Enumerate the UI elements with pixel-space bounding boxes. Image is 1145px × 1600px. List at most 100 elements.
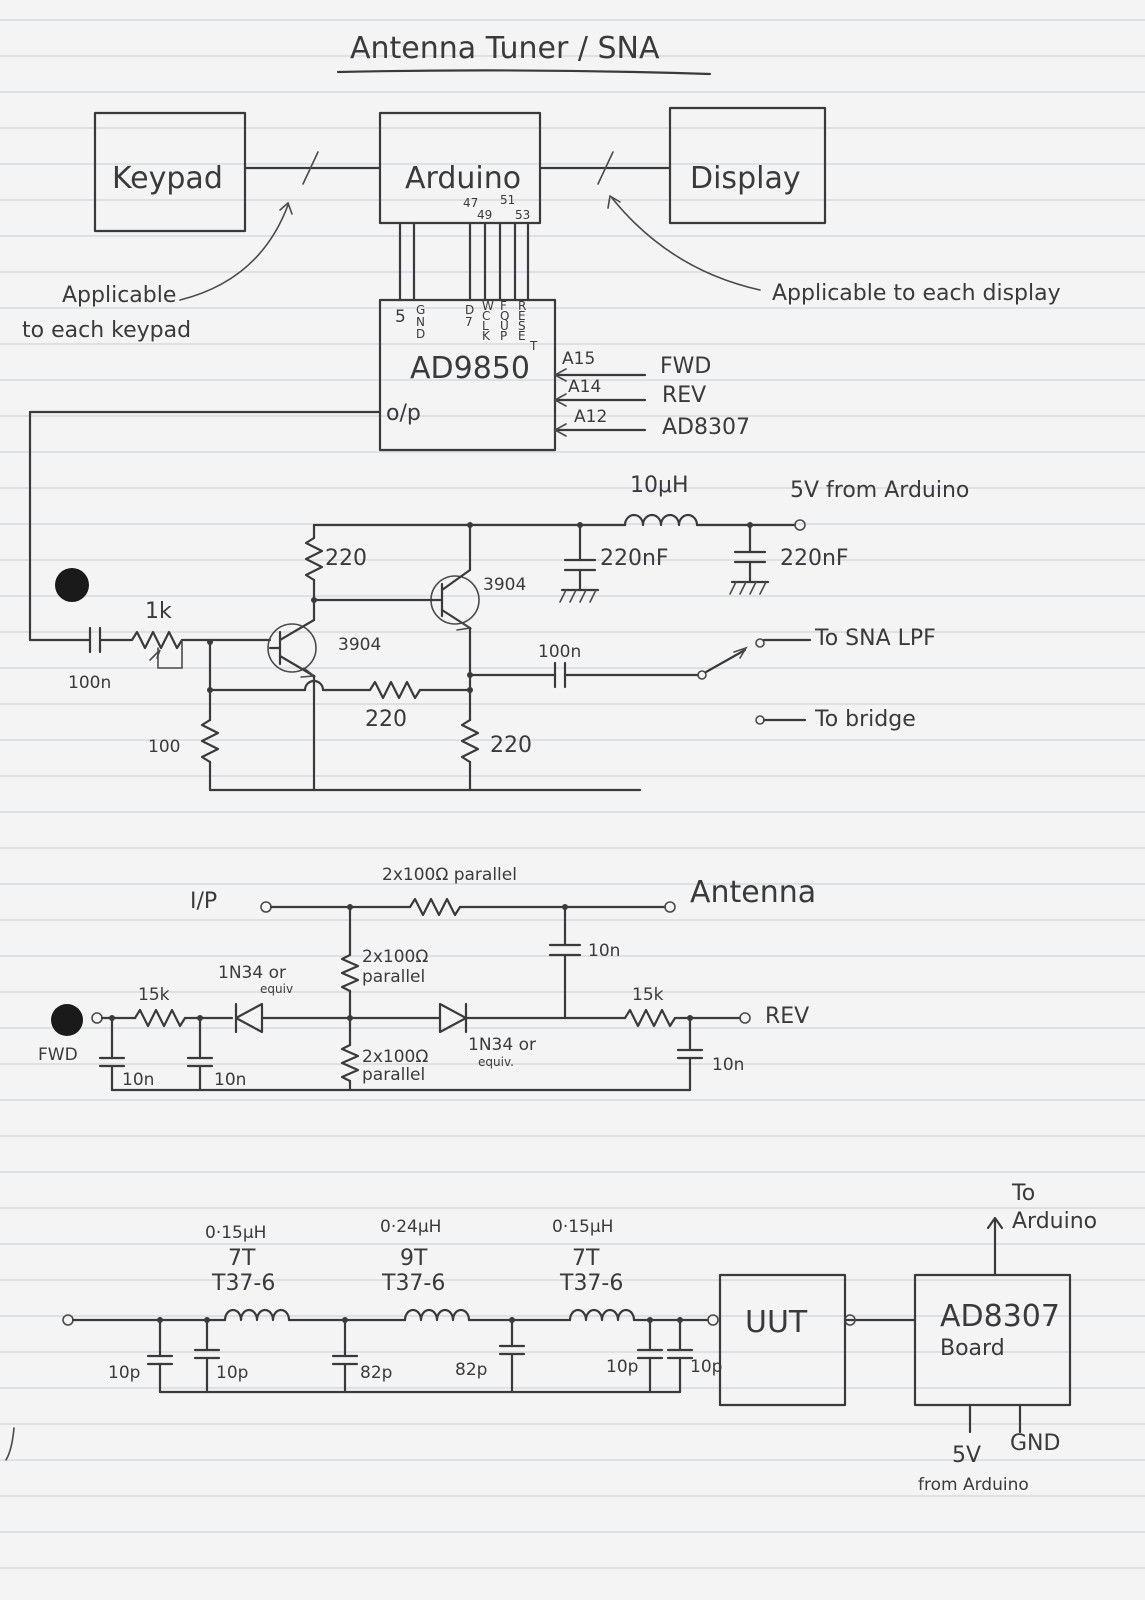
bridge-r-fwd: 15k	[138, 985, 170, 1005]
adc-pin-a15: A15	[562, 349, 595, 369]
title-underline	[336, 69, 712, 76]
lpf-coil-2-turns: 9T	[400, 1246, 428, 1271]
lpf-cap-5: 10p	[606, 1357, 638, 1377]
lpf-cap-3: 82p	[360, 1363, 392, 1383]
bridge-r-lower-2: parallel	[362, 1065, 425, 1085]
lpf-coil-3-turns: 7T	[572, 1246, 600, 1271]
amplifier-wiring	[28, 410, 812, 792]
dds-pin-wclk-l: L	[482, 319, 489, 333]
arduino-pin-53: 53	[515, 208, 530, 222]
arduino-pin-49: 49	[477, 208, 492, 222]
lpf-cap-6: 10p	[690, 1357, 722, 1377]
amp-r-collector: 220	[325, 546, 367, 571]
dds-pin-5: 5	[395, 307, 406, 327]
arduino-pin-51: 51	[500, 193, 515, 207]
dds-pin-fqup-u: U	[500, 319, 509, 333]
amp-cap-1: 220nF	[600, 546, 669, 571]
keypad-note-line-1: Applicable	[62, 283, 176, 308]
amp-switch-sna: To SNA LPF	[814, 626, 936, 651]
display-note: Applicable to each display	[772, 281, 1061, 306]
amp-q2: 3904	[483, 575, 526, 595]
bridge-output-label: Antenna	[690, 875, 816, 910]
detector-to-label: To	[1011, 1181, 1035, 1206]
lpf-coil-1-value: 0·15μH	[205, 1223, 266, 1243]
dds-pin-wclk-w: W	[482, 299, 494, 313]
bridge-fwd-label: FWD	[38, 1045, 78, 1065]
dds-pin-gnd-n: N	[416, 315, 425, 329]
ad8307-label: AD8307	[940, 1299, 1060, 1334]
display-block	[668, 106, 827, 225]
amp-q1: 3904	[338, 635, 381, 655]
lpf-coil-1-core: T37-6	[211, 1271, 275, 1296]
amp-c-input: 100n	[68, 673, 111, 693]
bridge-c-fwd-1: 10n	[122, 1070, 154, 1090]
paper-ruling	[0, 19, 1145, 1569]
dds-pin-fqup-q: Q	[500, 309, 509, 323]
dds-control-wires	[398, 221, 530, 302]
dds-pin-d7-7: 7	[465, 315, 473, 329]
keypad-note-arrowhead	[279, 201, 293, 215]
dds-pin-reset-r: R	[518, 299, 526, 313]
punch-hole-mark-2	[51, 1004, 83, 1036]
dds-pin-reset-e2: E	[518, 329, 526, 343]
bridge-r-rev: 15k	[632, 985, 664, 1005]
lpf-coil-3-value: 0·15μH	[552, 1217, 613, 1237]
lpf-coil-2-core: T37-6	[381, 1271, 445, 1296]
dds-pin-gnd-g: G	[416, 303, 425, 317]
lpf-coil-1-turns: 7T	[228, 1246, 256, 1271]
lpf-coil-2-value: 0·24μH	[380, 1217, 441, 1237]
arduino-pin-47: 47	[463, 196, 478, 210]
ad8307-block	[913, 1273, 1072, 1407]
adc-signal-fwd: FWD	[660, 354, 711, 379]
arduino-label: Arduino	[405, 161, 521, 196]
adc-pin-a12: A12	[574, 407, 607, 427]
dds-pin-reset-e: E	[518, 309, 526, 323]
keypad-label: Keypad	[112, 161, 223, 196]
bridge-r-upper-1: 2x100Ω	[362, 947, 428, 967]
lpf-cap-4: 82p	[455, 1360, 487, 1380]
bridge-diode-left-2: equiv	[260, 982, 293, 996]
keypad-block	[93, 111, 247, 233]
ad9850-output-label: o/p	[386, 401, 421, 426]
bridge-rev-label: REV	[765, 1004, 809, 1029]
dds-pin-wclk-k: K	[482, 329, 491, 343]
bridge-r-lower-1: 2x100Ω	[362, 1047, 428, 1067]
amp-r-feedback: 220	[365, 707, 407, 732]
keypad-bus-slash	[302, 151, 319, 185]
detector-supply: 5V	[952, 1443, 981, 1468]
bridge-input-label: I/P	[190, 889, 217, 914]
lpf-coil-3-core: T37-6	[559, 1271, 623, 1296]
dds-pin-reset-s: S	[518, 319, 526, 333]
adc-signal-ad8307: AD8307	[662, 415, 750, 440]
bridge-c-fwd-2: 10n	[214, 1070, 246, 1090]
amp-cap-2: 220nF	[780, 546, 849, 571]
bridge-r-series: 2x100Ω parallel	[382, 865, 517, 885]
bridge-c-rev: 10n	[712, 1055, 744, 1075]
bridge-diode-right-1: 1N34 or	[468, 1035, 536, 1055]
bridge-diode-left-1: 1N34 or	[218, 963, 286, 983]
dds-pin-fqup-f: F	[500, 299, 507, 313]
keypad-note-arrow	[179, 204, 289, 301]
bridge-c-top: 10n	[588, 941, 620, 961]
adc-inputs	[553, 368, 647, 437]
ad9850-label: AD9850	[410, 351, 530, 386]
punch-hole-mark	[55, 568, 89, 602]
adc-signal-rev: REV	[662, 383, 706, 408]
detector-to-arduino: Arduino	[1012, 1209, 1097, 1234]
amp-switch-bridge: To bridge	[814, 707, 916, 732]
uut-label: UUT	[745, 1305, 808, 1340]
display-label: Display	[690, 161, 801, 196]
detector-supply-source: from Arduino	[918, 1475, 1029, 1495]
dds-pin-d7-d: D	[465, 303, 474, 317]
dds-pin-reset-t: T	[529, 339, 538, 353]
amp-r-bottom: 100	[148, 737, 180, 757]
adc-pin-a14: A14	[568, 377, 601, 397]
display-note-arrowhead	[607, 194, 621, 209]
lpf-wiring	[5, 1216, 1022, 1461]
amp-c-output: 100n	[538, 642, 581, 662]
amp-r-input: 1k	[145, 599, 172, 624]
bridge-wiring	[91, 897, 751, 1092]
lpf-cap-2: 10p	[216, 1363, 248, 1383]
bridge-diode-right-2: equiv.	[478, 1055, 514, 1069]
